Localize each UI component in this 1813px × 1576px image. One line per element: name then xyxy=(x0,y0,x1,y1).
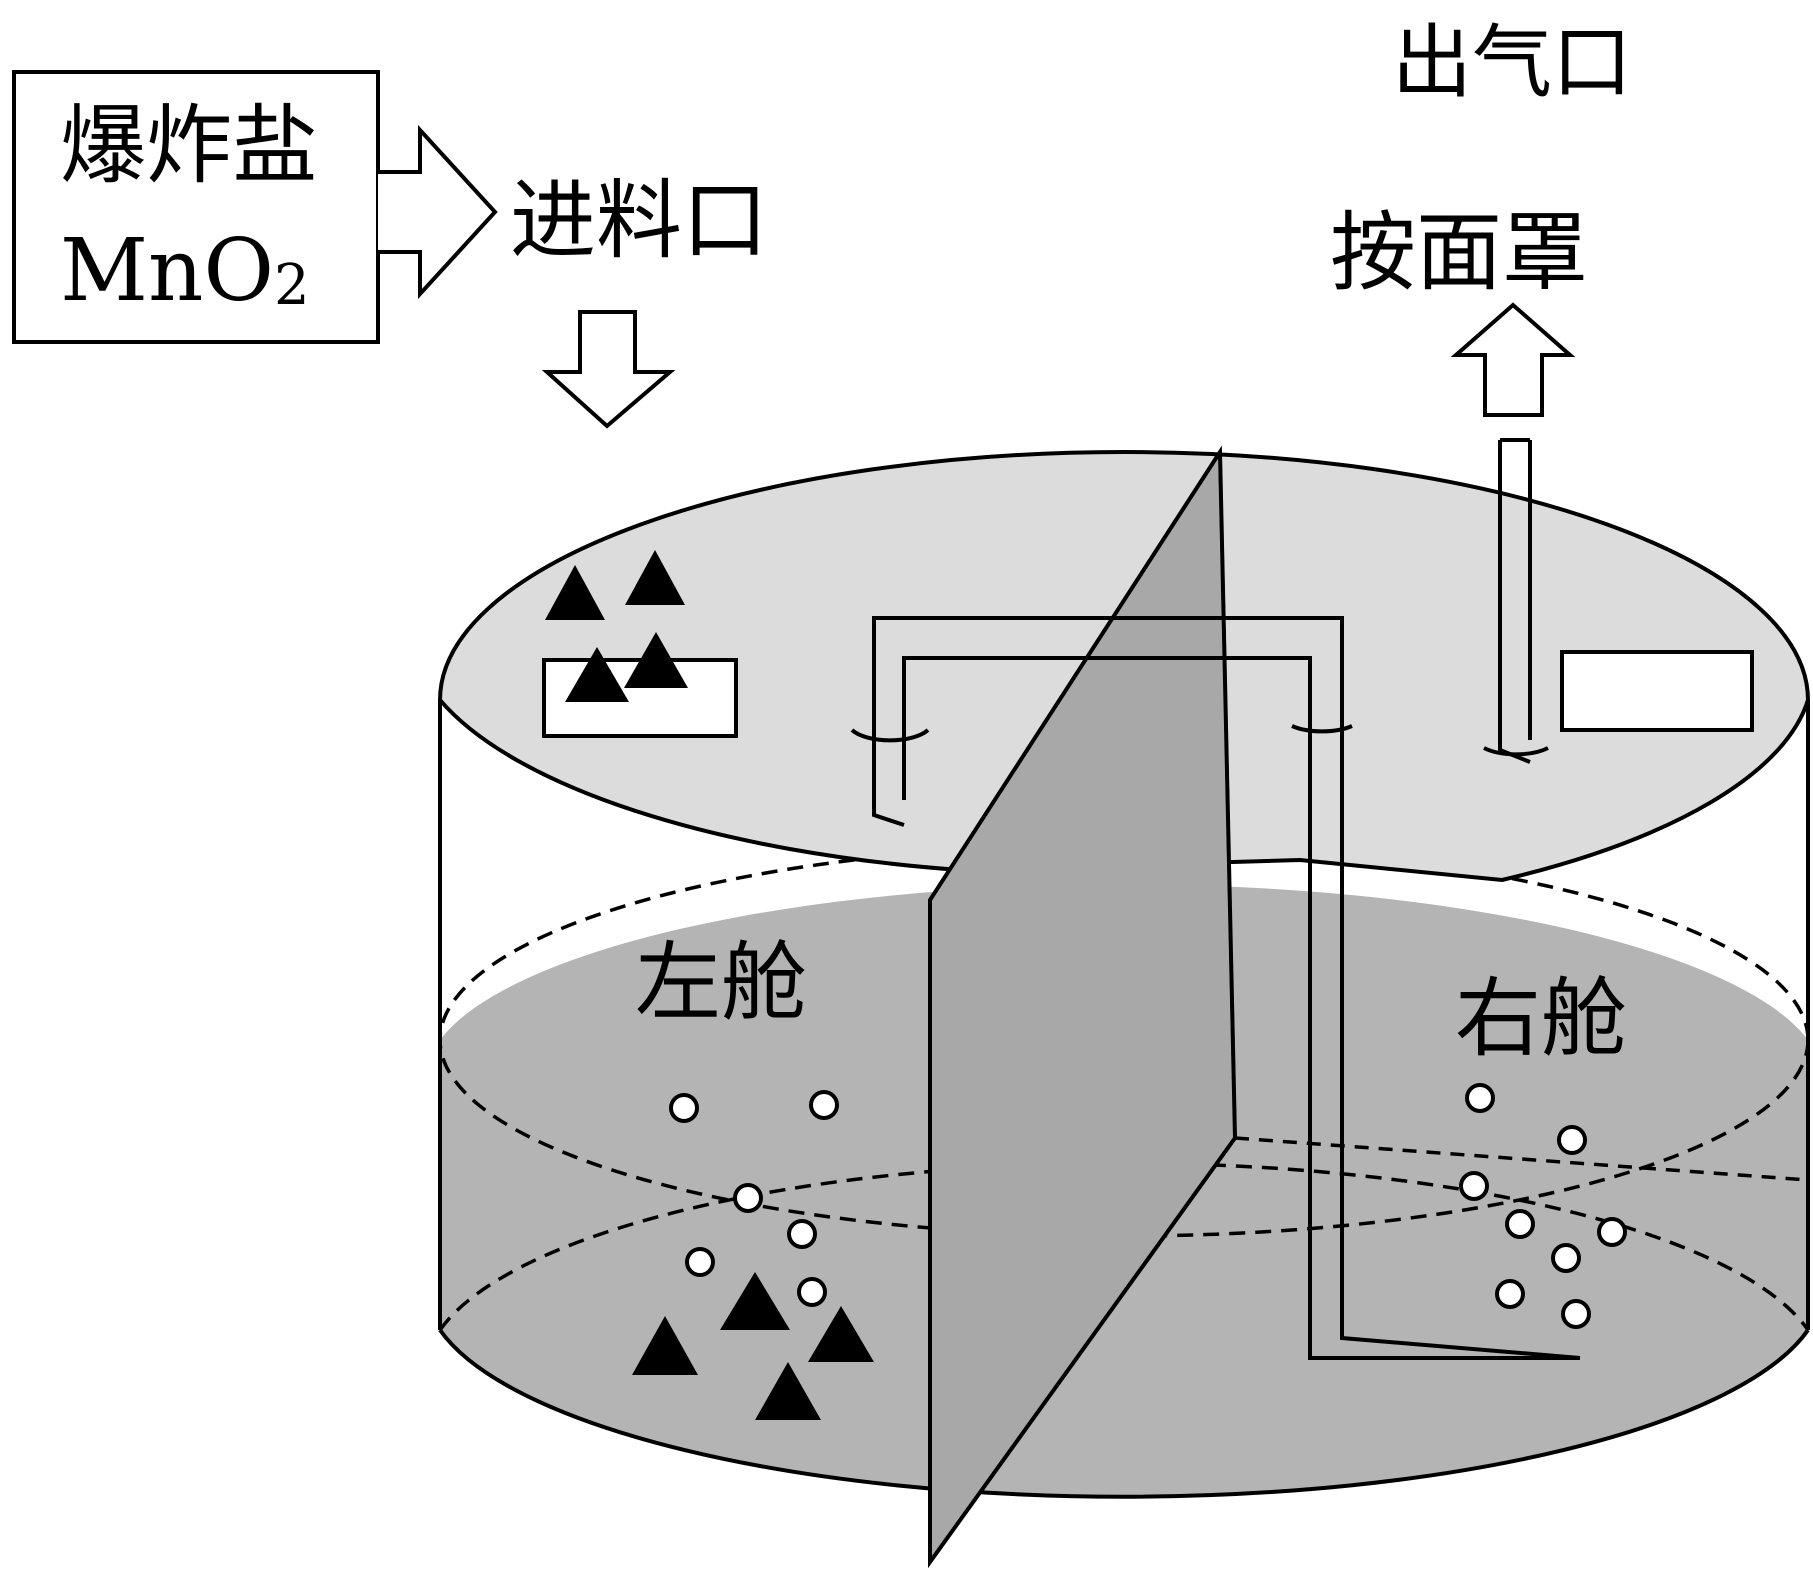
connecting-tube xyxy=(850,616,1581,1360)
cylinder-bottom-back-edge xyxy=(438,1161,1810,1332)
lid-vent-slot xyxy=(1560,650,1754,732)
solid-particles-top xyxy=(545,550,688,702)
feed-arrow-down-icon xyxy=(541,310,676,429)
solid-particles-left xyxy=(632,1272,874,1420)
liquid-surface xyxy=(438,842,1810,1238)
feed-arrow-right-icon xyxy=(378,124,498,300)
right-chamber-label: 右舱 xyxy=(1455,969,1627,1069)
exhaust-arrow-up-icon xyxy=(1450,302,1576,417)
mask-label: 按面罩 xyxy=(1330,203,1588,303)
left-chamber-label: 左舱 xyxy=(635,933,807,1033)
partition-hidden-edge xyxy=(1218,451,1237,1139)
reagent-label-line1: 爆炸盐 xyxy=(60,96,318,196)
reagent-label-line2: MnO2 xyxy=(60,221,310,321)
inlet-label: 进料口 xyxy=(510,171,768,271)
outlet-tube xyxy=(1483,438,1549,764)
gas-bubbles-left xyxy=(669,1090,839,1307)
gas-bubbles-right xyxy=(1459,1083,1627,1329)
outlet-label: 出气口 xyxy=(1392,16,1632,109)
reagent-box: 爆炸盐 MnO2 xyxy=(12,70,380,344)
cylinder-bottom-front-edge xyxy=(438,1328,1810,1499)
